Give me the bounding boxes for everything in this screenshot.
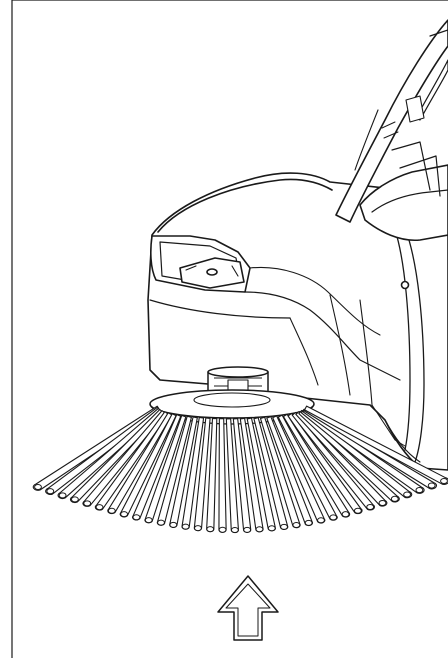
bristle-tip bbox=[218, 526, 227, 533]
machine-housing bbox=[147, 172, 448, 471]
bristle-tip bbox=[415, 487, 424, 494]
bristle-tip bbox=[83, 500, 92, 507]
bristle-tip bbox=[378, 499, 387, 507]
bristle-tip bbox=[95, 504, 104, 511]
frame-border bbox=[11, 0, 448, 658]
bristle-tip bbox=[206, 526, 215, 533]
steering-column bbox=[335, 19, 448, 242]
bristle-tip bbox=[132, 514, 141, 521]
bristle-tip bbox=[230, 527, 239, 534]
brush-bristle bbox=[45, 406, 161, 495]
bristle-tip bbox=[304, 519, 313, 526]
bristle-tip bbox=[157, 519, 165, 526]
brush-hub bbox=[149, 366, 315, 425]
brush-bristle bbox=[32, 405, 161, 491]
brush-bristle bbox=[298, 409, 400, 503]
bristle-tip bbox=[255, 526, 264, 533]
bristle-tip bbox=[144, 517, 153, 524]
bristle-tip bbox=[243, 526, 252, 533]
bristle-tip bbox=[120, 511, 129, 518]
bristle-tip bbox=[107, 507, 116, 514]
bristle-tip bbox=[46, 488, 55, 495]
brush-bristle bbox=[218, 418, 227, 533]
bristle-tip bbox=[403, 491, 412, 498]
bristle-tip bbox=[58, 492, 67, 499]
bristle-tip bbox=[341, 511, 350, 518]
bristle-tip bbox=[34, 483, 42, 491]
bristle-tip bbox=[366, 503, 375, 510]
bristle-tip bbox=[169, 521, 178, 528]
bristle-tip bbox=[427, 482, 436, 489]
bristle-tip bbox=[329, 514, 338, 521]
up-arrow-icon bbox=[217, 575, 279, 641]
bristle-tip bbox=[280, 523, 288, 530]
bristle-tip bbox=[181, 523, 190, 530]
bristle-tip bbox=[440, 477, 448, 485]
brush-bristles bbox=[32, 405, 448, 534]
bristle-tip bbox=[353, 507, 362, 514]
bristle-tip bbox=[390, 495, 399, 502]
bristle-tip bbox=[267, 525, 276, 532]
bristle-tip bbox=[292, 522, 301, 529]
brush-bristle bbox=[57, 407, 162, 500]
bristle-tip bbox=[194, 525, 202, 532]
bristle-tip bbox=[70, 496, 79, 503]
brush-bristle bbox=[300, 408, 413, 499]
brush-bristle bbox=[304, 405, 448, 485]
bristle-tip bbox=[317, 517, 325, 524]
